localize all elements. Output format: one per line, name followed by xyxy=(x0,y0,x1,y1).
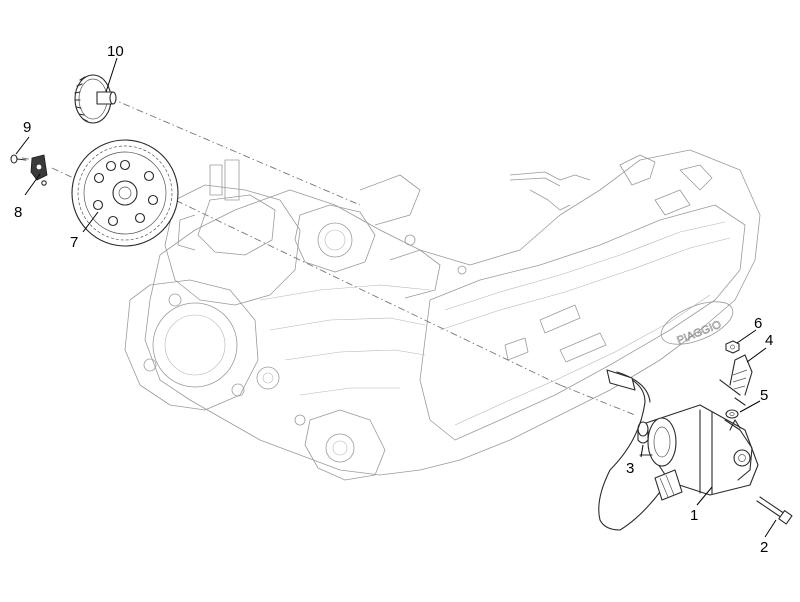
leader-lines xyxy=(15,57,777,538)
callout-10: 10 xyxy=(107,43,124,60)
callout-5: 5 xyxy=(760,387,768,404)
callout-8: 8 xyxy=(14,204,22,221)
part-7-starter-ring-gear xyxy=(71,139,179,247)
callout-labels: 10 9 8 7 6 4 5 3 1 2 xyxy=(14,43,773,556)
callout-2: 2 xyxy=(760,539,768,556)
part-4-cable-boot xyxy=(729,354,753,406)
part-1-starter-motor xyxy=(639,404,759,496)
callout-6: 6 xyxy=(754,315,762,332)
part-10-idler-gear xyxy=(74,74,117,124)
part-8-retaining-plate xyxy=(30,154,48,186)
part-5-washer xyxy=(725,409,739,419)
starter-cable xyxy=(598,369,741,531)
callout-7: 7 xyxy=(70,234,78,251)
part-6-nut xyxy=(725,340,740,354)
engine-brand-text: PIAGGIO xyxy=(675,319,723,348)
callout-3: 3 xyxy=(626,460,634,477)
callout-1: 1 xyxy=(690,507,698,524)
part-3-bushing xyxy=(637,421,649,444)
callout-9: 9 xyxy=(23,119,31,136)
part-9-screw xyxy=(10,154,27,164)
part-2-long-bolt xyxy=(756,496,793,525)
callout-4: 4 xyxy=(765,332,773,349)
